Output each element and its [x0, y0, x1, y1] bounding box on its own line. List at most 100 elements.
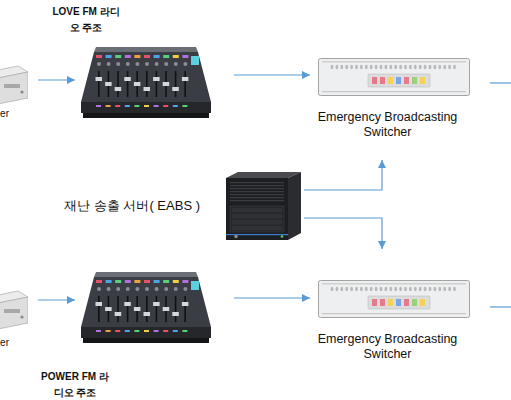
front-led — [163, 105, 168, 107]
front-led — [182, 105, 187, 107]
vent-hole — [360, 65, 363, 69]
channel-knob — [126, 62, 130, 66]
node-art — [80, 270, 212, 350]
control-button — [396, 77, 401, 84]
vent-hole — [365, 287, 368, 291]
control-button — [388, 77, 393, 84]
front-led — [115, 105, 120, 107]
device-knob — [20, 90, 23, 93]
vent-hole — [448, 65, 451, 69]
node-art — [318, 58, 470, 96]
channel-led — [154, 280, 160, 283]
fader-slot — [156, 296, 158, 322]
vent-hole — [336, 287, 339, 291]
fader-slot — [98, 71, 100, 97]
source-device: er — [0, 62, 28, 108]
vent-hole — [409, 65, 412, 69]
front-led — [173, 330, 178, 332]
server-vent — [230, 185, 284, 186]
device-slot — [4, 84, 20, 88]
fader-slot — [98, 296, 100, 322]
fader-cap — [115, 312, 122, 316]
source-device: er — [0, 287, 28, 333]
emergency-switcher: Emergency Broadcasting Switcher — [318, 255, 470, 360]
vent-hole — [360, 287, 363, 291]
vent-hole — [340, 287, 343, 291]
channel-led — [106, 280, 112, 283]
control-button — [420, 299, 425, 306]
vent-hole — [404, 65, 407, 69]
server-vent — [230, 200, 284, 201]
node-art — [0, 62, 28, 108]
switcher-rim — [322, 61, 466, 63]
fader-slot — [175, 296, 177, 322]
vent-hole — [331, 287, 334, 291]
front-led — [134, 105, 139, 107]
vent-hole — [340, 65, 343, 69]
console-display — [191, 281, 199, 290]
vent-hole — [399, 287, 402, 291]
control-button — [372, 77, 377, 84]
channel-led — [115, 280, 121, 283]
front-led — [106, 330, 111, 332]
vent-hole — [424, 65, 427, 69]
vent-hole — [409, 287, 412, 291]
control-button — [412, 77, 417, 84]
channel-knob — [164, 287, 168, 291]
console-base — [83, 338, 209, 343]
server-vent — [230, 197, 284, 198]
vent-hole — [453, 65, 456, 69]
channel-knob — [155, 62, 159, 66]
console-base — [83, 113, 209, 118]
vent-hole — [385, 287, 388, 291]
control-button — [412, 299, 417, 306]
drive-bay — [232, 214, 282, 219]
vent-hole — [399, 65, 402, 69]
control-button — [372, 299, 377, 306]
studio-console: POWER FM 라디오 주조 — [80, 270, 212, 350]
server-top — [226, 172, 301, 178]
channel-knob — [116, 62, 120, 66]
fader-slot — [146, 71, 148, 97]
channel-led — [154, 55, 160, 58]
channel-knob — [135, 287, 139, 291]
channel-led — [96, 280, 102, 283]
vent-hole — [380, 65, 383, 69]
emergency-switcher: Emergency Broadcasting Switcher — [318, 58, 470, 154]
control-panel — [368, 74, 430, 87]
fader-cap — [115, 87, 122, 91]
node-label: er — [0, 337, 9, 348]
front-led — [96, 105, 101, 107]
vent-hole — [453, 287, 456, 291]
vent-hole — [419, 287, 422, 291]
fader-slot — [127, 296, 129, 322]
channel-knob — [183, 62, 187, 66]
fader-slot — [175, 71, 177, 97]
vent-hole — [365, 65, 368, 69]
signal-arrow — [234, 297, 310, 298]
vent-hole — [429, 287, 432, 291]
channel-led — [115, 55, 121, 58]
console-front — [81, 327, 211, 338]
channel-led — [144, 280, 150, 283]
channel-knob — [145, 62, 149, 66]
vent-hole — [355, 65, 358, 69]
server-vent — [230, 188, 284, 189]
power-light — [281, 235, 284, 238]
fader-slot — [146, 296, 148, 322]
fader-slot — [156, 71, 158, 97]
vent-hole — [434, 287, 437, 291]
device-front — [0, 72, 28, 104]
fader-slot — [184, 71, 186, 97]
node-label: Emergency Broadcasting Switcher — [300, 332, 475, 362]
front-led — [154, 330, 159, 332]
vent-hole — [448, 287, 451, 291]
control-button — [404, 77, 409, 84]
mixer-console — [80, 45, 212, 125]
channel-led — [173, 280, 179, 283]
vent-hole — [370, 287, 373, 291]
node-art — [80, 45, 212, 125]
channel-knob — [174, 62, 178, 66]
